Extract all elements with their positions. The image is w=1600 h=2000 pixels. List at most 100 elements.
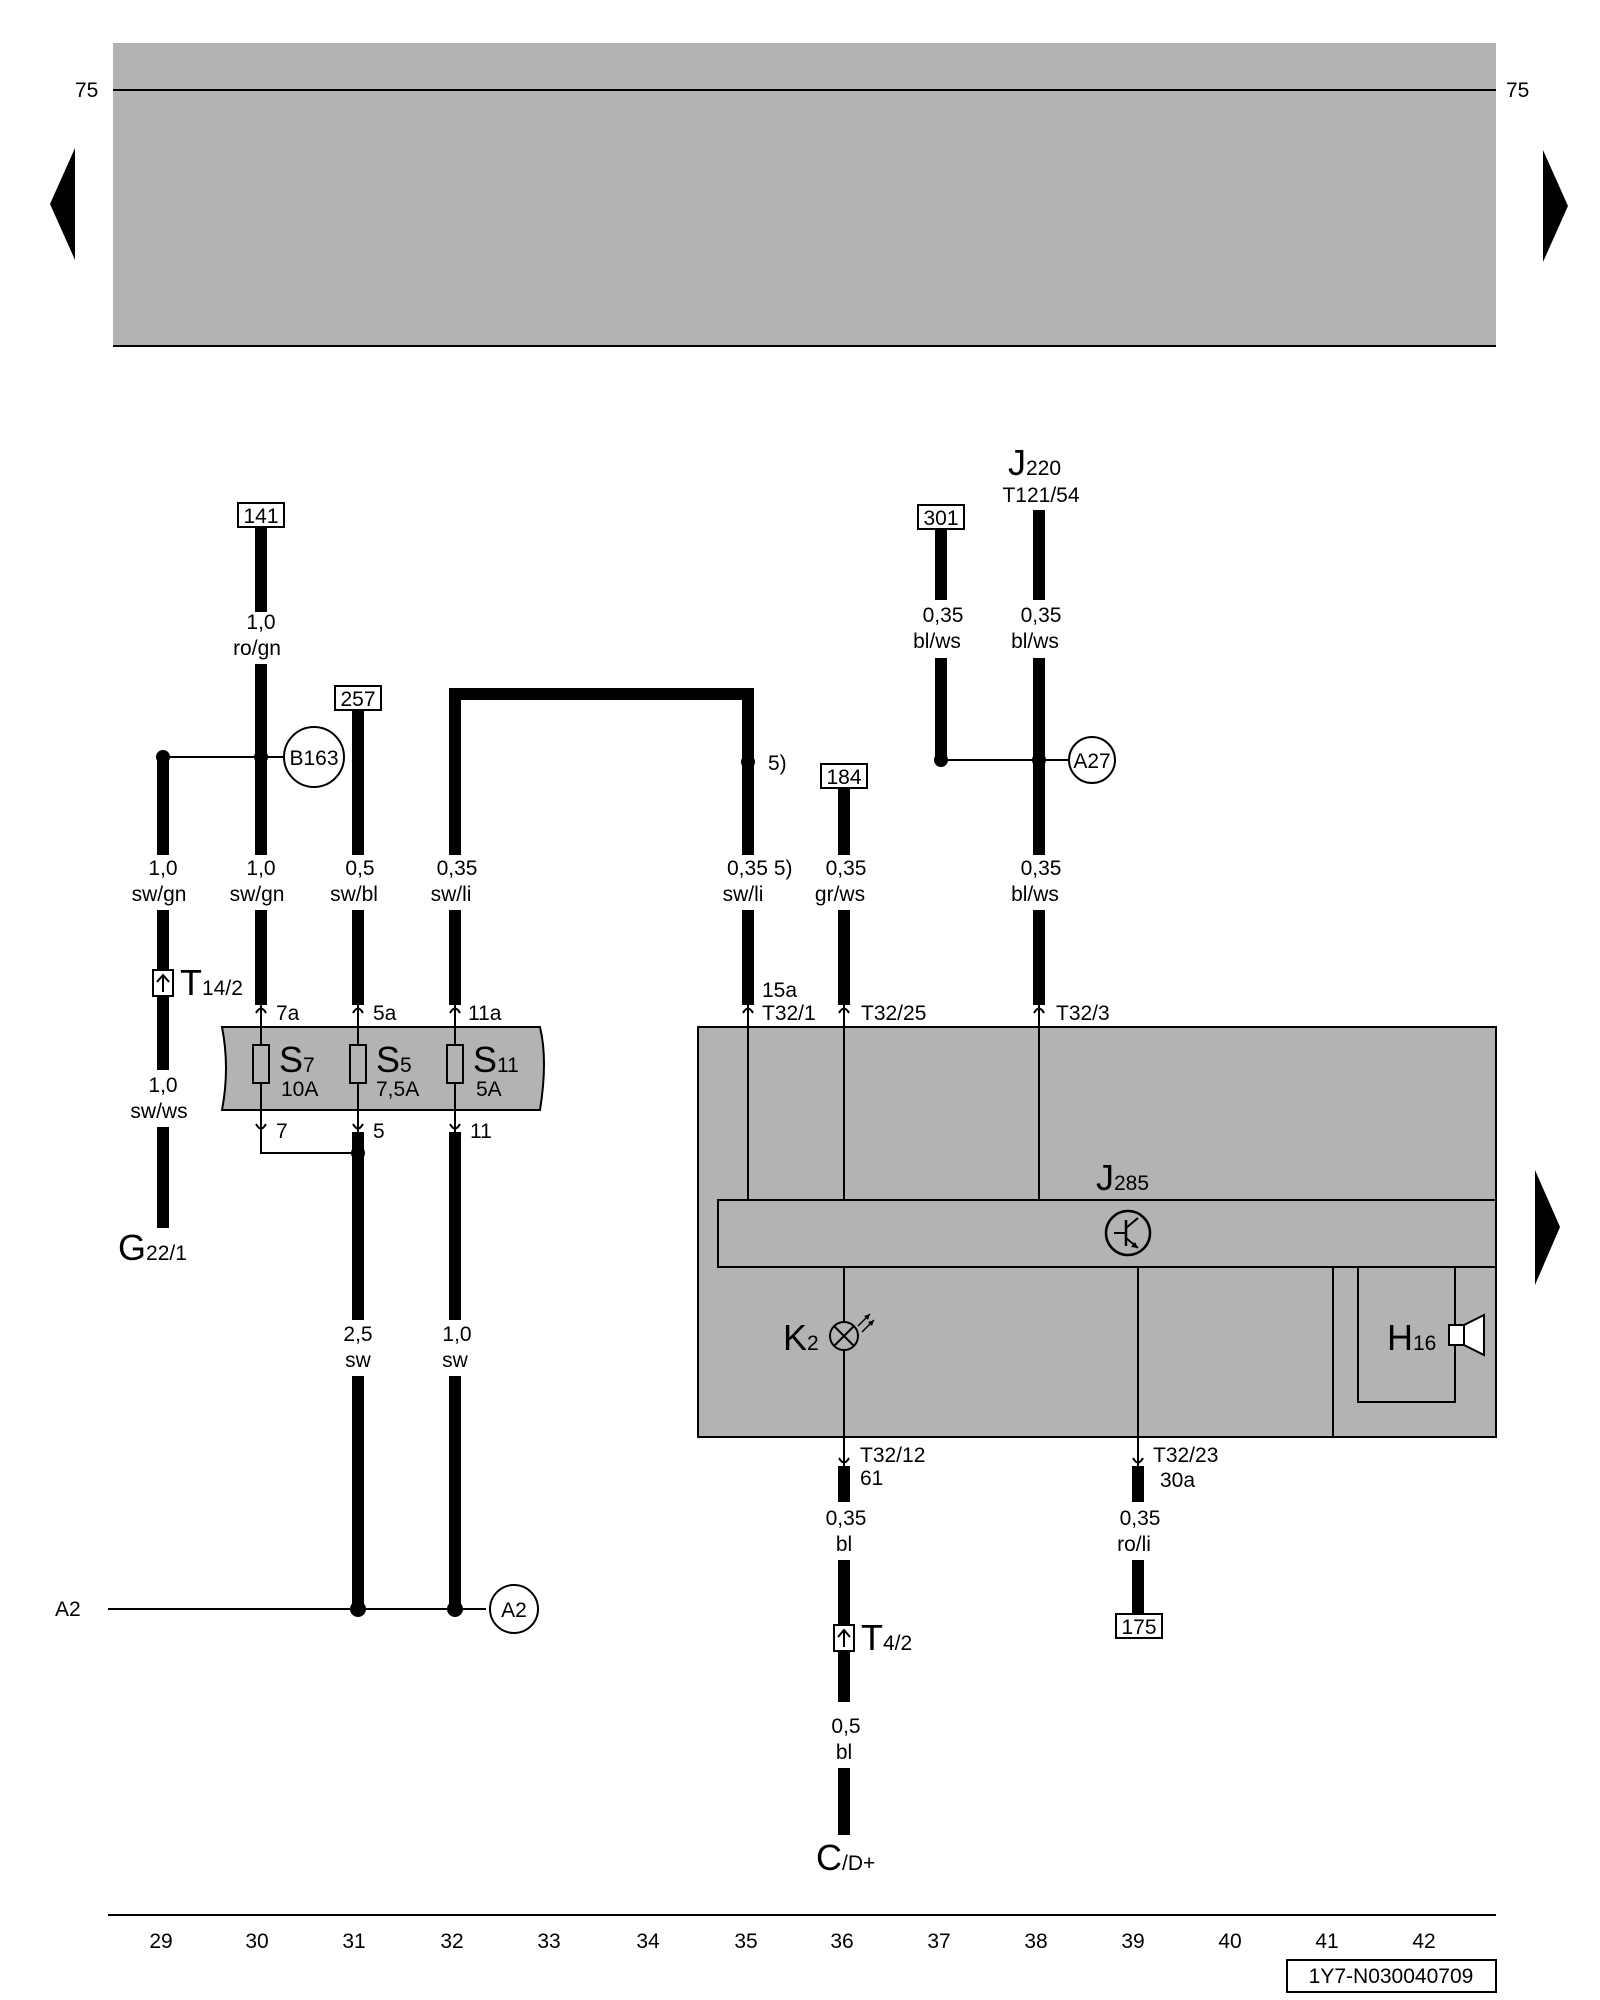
cluster-pin-t32-3: T32/3 <box>1056 1002 1110 1025</box>
ruler-number-left: 75 <box>75 79 98 102</box>
connector-b163 <box>283 726 345 788</box>
wire-sw-bl-color: sw/bl <box>330 883 378 906</box>
fuse-s11-out-pin: 11 <box>470 1120 492 1143</box>
next-page-icon[interactable] <box>1543 150 1568 262</box>
ruler-column-number: 38 <box>1024 1930 1047 1953</box>
connector-t14-label: T14/2 <box>180 962 243 1003</box>
connector-a27-label: A27 <box>1073 750 1110 773</box>
wire-bl-035-color: bl <box>836 1533 852 1556</box>
fuse-s11-rating: 5A <box>476 1078 502 1101</box>
connector-t4-arrow <box>837 1628 851 1647</box>
fuse-s7-name: S7 <box>279 1039 315 1080</box>
continuation-panel <box>113 43 1496 346</box>
ref-175-label: 175 <box>1121 1616 1156 1639</box>
fuse-s11-in-pin: 11a <box>468 1002 502 1025</box>
wire-sw-25-size: 2,5 <box>343 1323 372 1346</box>
ruler-column-number: 32 <box>440 1930 463 1953</box>
wire-sw-bl-size: 0,5 <box>345 857 374 880</box>
cluster-pin-t32-1: T32/1 <box>762 1002 816 1025</box>
ground-a2-left-label: A2 <box>55 1598 81 1621</box>
module-j220: J220 <box>1008 442 1061 483</box>
fuse-s7-out-pin: 7 <box>276 1120 288 1143</box>
ruler-column-number: 35 <box>734 1930 757 1953</box>
wire-s7-s5-bridge <box>260 1132 358 1154</box>
wire-ro-li-color: ro/li <box>1117 1533 1151 1556</box>
doc-id-box <box>1286 1959 1497 1993</box>
wire-j220-color: bl/ws <box>1011 630 1059 653</box>
wire-141-color: ro/gn <box>233 637 281 660</box>
wire-sw-gn-mid-color: sw/gn <box>230 883 285 906</box>
cluster-pin-30a: 30a <box>1160 1469 1195 1492</box>
splice-dot-a2-1 <box>350 1601 366 1617</box>
wire-a27-down-size: 0,35 <box>1021 857 1062 880</box>
splice-dot-a2-2 <box>447 1601 463 1617</box>
ruler-column-number: 39 <box>1121 1930 1144 1953</box>
wire-sw-gn-left-size: 1,0 <box>148 857 177 880</box>
ruler-column-number: 41 <box>1315 1930 1338 1953</box>
fuse-s5-in-pin: 5a <box>373 1002 397 1025</box>
wire-sw-li-loop <box>449 688 754 855</box>
wire-141-size: 1,0 <box>246 611 275 634</box>
connector-t14-arrow <box>156 973 170 992</box>
connector-t4-label: T4/2 <box>861 1617 912 1658</box>
wire-ro-li-size: 0,35 <box>1120 1507 1161 1530</box>
wire-sw-10-size: 1,0 <box>442 1323 471 1346</box>
cluster-pin-61: 61 <box>860 1467 883 1490</box>
prev-page-icon[interactable] <box>50 148 75 260</box>
wire-sw-gn-left-color: sw/gn <box>132 883 187 906</box>
wire-gr-ws-size: 0,35 <box>826 857 867 880</box>
wire-sw-ws-size: 1,0 <box>148 1074 177 1097</box>
ruler-column-number: 36 <box>830 1930 853 1953</box>
connector-a27 <box>1068 736 1116 784</box>
doc-id: 1Y7-N030040709 <box>1309 1965 1474 1988</box>
wire-sw-10-color: sw <box>442 1349 469 1372</box>
cluster-pin-t32-23: T32/23 <box>1153 1444 1218 1467</box>
connector-a2 <box>489 1584 539 1634</box>
wire-sw-li-size: 0,35 <box>437 857 478 880</box>
cluster-pins-bottom <box>838 1437 1144 1466</box>
fuse-s5-name: S5 <box>376 1039 412 1080</box>
buzzer-icon <box>1448 1313 1485 1357</box>
ruler-column-number: 29 <box>149 1930 172 1953</box>
ref-141-label: 141 <box>243 505 278 528</box>
continue-right-icon[interactable] <box>1535 1170 1560 1285</box>
connector-a2-label: A2 <box>501 1599 527 1622</box>
component-c-d: C/D+ <box>816 1837 875 1878</box>
fuse-s5-out-pin: 5 <box>373 1120 385 1143</box>
wire-sw-li-right-color: sw/li <box>723 883 764 906</box>
ref-box-301 <box>917 504 965 530</box>
lamp-icon <box>829 1313 875 1351</box>
fuse-s5-rating: 7,5A <box>376 1078 419 1101</box>
ref-301-label: 301 <box>923 507 958 530</box>
wire-sw-li-color: sw/li <box>431 883 472 906</box>
ref-box-184 <box>820 763 868 789</box>
fuse-s7-in-pin: 7a <box>276 1002 300 1025</box>
fuse-s7-rating: 10A <box>281 1078 318 1101</box>
fuse-s11-name: S11 <box>473 1039 519 1080</box>
buzzer-h16-label: H16 <box>1387 1317 1436 1358</box>
ruler-number-right: 75 <box>1506 79 1529 102</box>
connector-b163-label: B163 <box>289 747 338 770</box>
fuse-pins-top <box>255 1005 461 1027</box>
transistor-icon <box>1104 1209 1152 1257</box>
wire-j220-size: 0,35 <box>1021 604 1062 627</box>
component-g22: G22/1 <box>118 1227 187 1268</box>
wire-sw-ws-color: sw/ws <box>130 1100 187 1123</box>
ref-box-257 <box>334 685 382 711</box>
wire-301-size: 0,35 <box>923 604 964 627</box>
wire-bl-05-size: 0,5 <box>831 1715 860 1738</box>
cluster-pin-t32-12: T32/12 <box>860 1444 925 1467</box>
wire-sw-25-color: sw <box>345 1349 372 1372</box>
ruler-column-number: 31 <box>342 1930 365 1953</box>
cluster-pin-15a: 15a <box>762 979 797 1002</box>
wire-bl-05-color: bl <box>836 1741 852 1764</box>
ruler-column-number: 42 <box>1412 1930 1435 1953</box>
wire-sw-gn-mid-size: 1,0 <box>246 857 275 880</box>
splice-note: 5) <box>768 752 787 775</box>
ruler-column-number: 33 <box>537 1930 560 1953</box>
module-j220-pin: T121/54 <box>1002 484 1079 507</box>
cluster-pins-top <box>742 1005 1045 1200</box>
wire-301-color: bl/ws <box>913 630 961 653</box>
